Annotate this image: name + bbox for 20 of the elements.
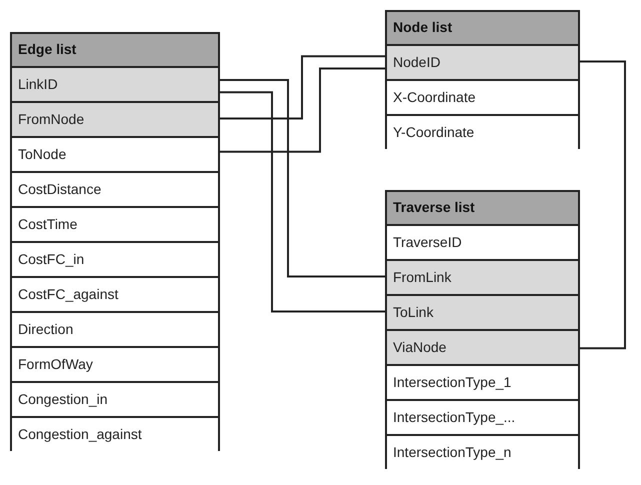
field-row: ToLink: [387, 294, 578, 329]
connector-line: [218, 55, 387, 120]
field-row: Y-Coordinate: [387, 114, 578, 149]
table-header: Node list: [387, 12, 578, 44]
field-row: NodeID: [387, 44, 578, 79]
connector-line: [218, 68, 387, 153]
connector-line: [218, 91, 387, 312]
field-row: FromLink: [387, 259, 578, 294]
field-row: IntersectionType_n: [387, 434, 578, 469]
field-row: LinkID: [12, 66, 218, 101]
connector-line: [578, 60, 626, 350]
table-header: Traverse list: [387, 192, 578, 224]
table-box: [10, 32, 220, 451]
table-header: Edge list: [12, 34, 218, 66]
field-row: ViaNode: [387, 329, 578, 364]
table-box: [385, 10, 580, 149]
field-row: FromNode: [12, 101, 218, 136]
connector-line: [218, 79, 387, 278]
field-row: Congestion_against: [12, 416, 218, 451]
table-box: [385, 190, 580, 469]
